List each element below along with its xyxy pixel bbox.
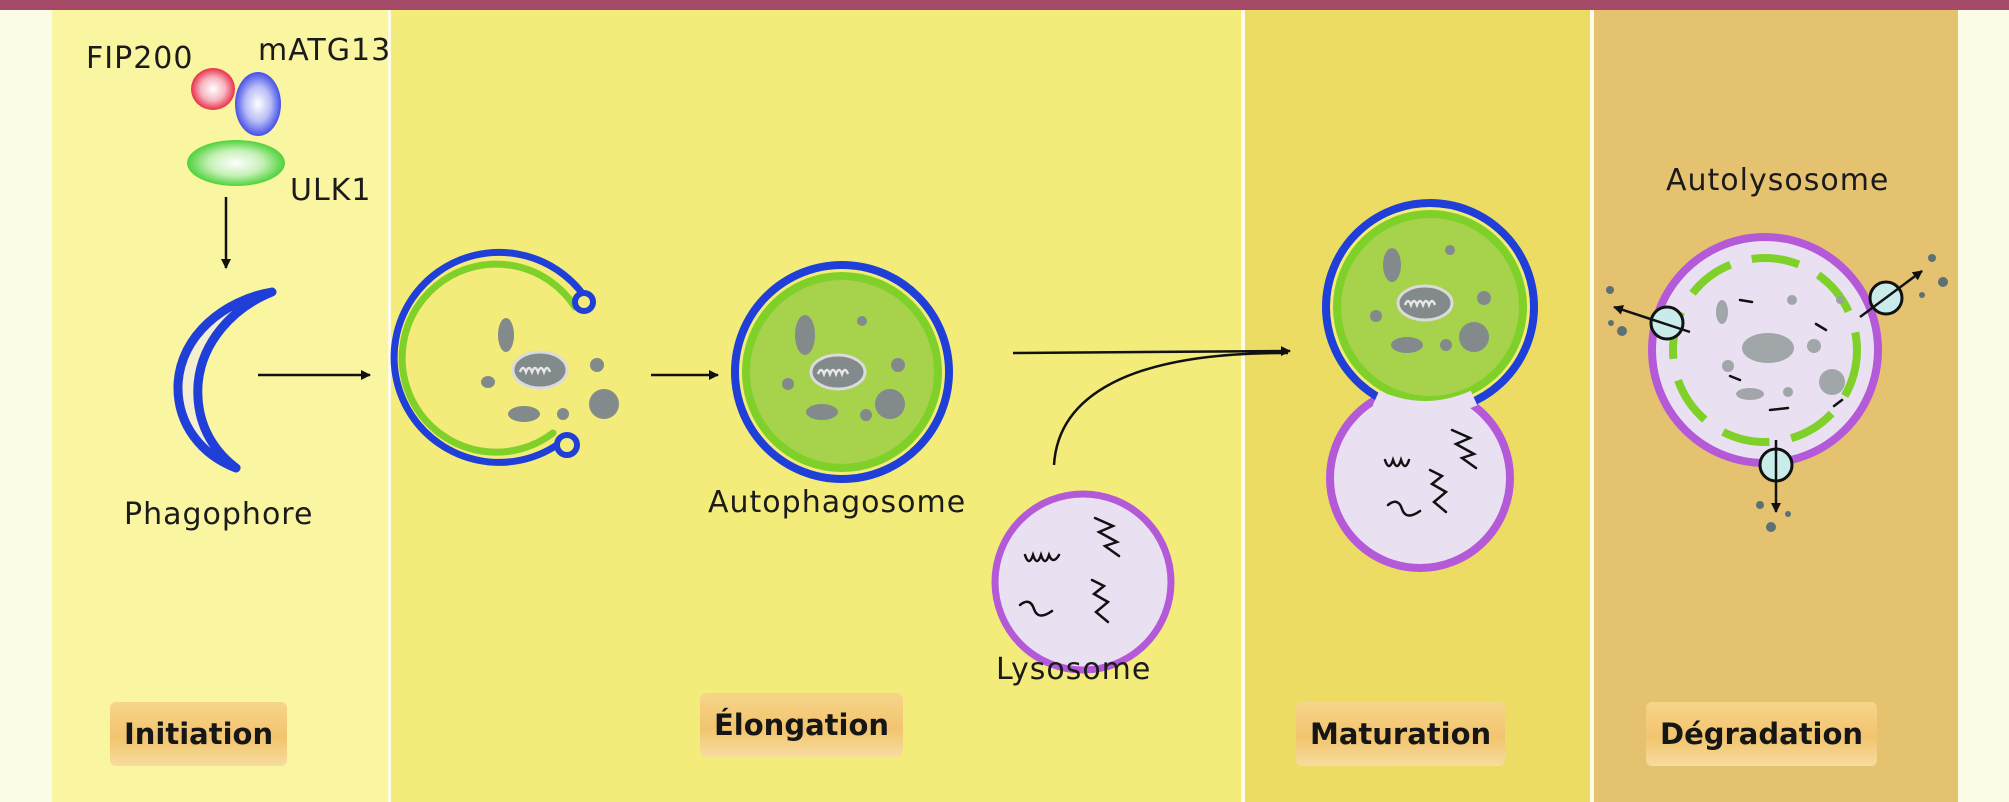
stage-maturation: Maturation <box>1296 702 1506 766</box>
transporter-right <box>1859 254 1948 319</box>
autophagosome-to-maturation-arrow <box>1012 346 1291 357</box>
lysosome-to-maturation-arrow <box>1052 351 1289 466</box>
autolysosome <box>1648 233 1882 467</box>
phagophore-label: Phagophore <box>124 497 314 532</box>
lysosome-label: Lysosome <box>996 652 1152 687</box>
phagophore-membrane <box>173 287 277 473</box>
matg13-label: mATG13 <box>258 33 392 68</box>
stage-initiation: Initiation <box>110 702 288 766</box>
lysosome <box>991 490 1175 674</box>
matg13-protein <box>235 72 281 136</box>
panel-separator <box>388 10 391 802</box>
ulk1-protein <box>187 140 285 186</box>
stage-degradation: Dégradation <box>1646 702 1878 766</box>
top-border <box>0 0 2009 10</box>
autophagosome <box>731 261 953 483</box>
autolysosome-label: Autolysosome <box>1666 163 1890 198</box>
phagophore-cup <box>390 248 596 466</box>
ulk1-label: ULK1 <box>290 173 372 208</box>
fip200-label: FIP200 <box>86 41 194 76</box>
fusing-autophagosome <box>1322 199 1538 415</box>
panel-separator <box>1241 10 1244 802</box>
fip200-protein <box>191 68 235 110</box>
panel-separator <box>1590 10 1593 802</box>
fusion-pore <box>1372 390 1478 417</box>
cup-cargo <box>481 318 619 422</box>
stage-elongation: Élongation <box>700 693 904 757</box>
transporter-bottom <box>1756 440 1794 532</box>
transporter-left <box>1606 286 1691 341</box>
autophagosome-label: Autophagosome <box>708 485 967 520</box>
